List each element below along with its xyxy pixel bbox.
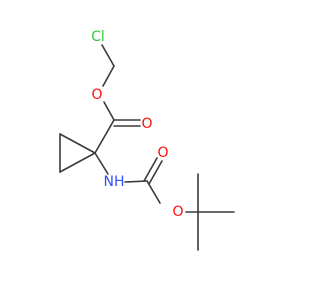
bond-carbonyl-cq bbox=[94, 119, 115, 154]
amine-label: NH bbox=[104, 174, 125, 190]
chlorine-label: Cl bbox=[91, 29, 105, 45]
bond-carbamate-double-1 bbox=[143, 157, 158, 182]
bond-cq-ring-bottom bbox=[59, 152, 96, 173]
bond-cq-ring-top bbox=[59, 133, 96, 154]
bond-o-carbonyl bbox=[103, 101, 115, 121]
bond-ch2-o bbox=[102, 65, 115, 87]
bond-carbamate-o bbox=[146, 180, 161, 204]
bonds bbox=[59, 44, 235, 251]
bond-cq-n bbox=[94, 152, 109, 175]
ester-oxygen-label: O bbox=[91, 87, 102, 103]
carbonyl-oxygen-label: O bbox=[141, 116, 152, 132]
boc-oxygen-label: O bbox=[172, 204, 183, 220]
carbamate-oxygen-label: O bbox=[157, 145, 168, 161]
chemical-structure: Cl O O NH O O bbox=[59, 29, 235, 251]
bond-cl-ch2 bbox=[101, 44, 115, 67]
atom-labels: Cl O O NH O O bbox=[91, 29, 183, 220]
bond-carbamate-double-2 bbox=[148, 160, 163, 185]
